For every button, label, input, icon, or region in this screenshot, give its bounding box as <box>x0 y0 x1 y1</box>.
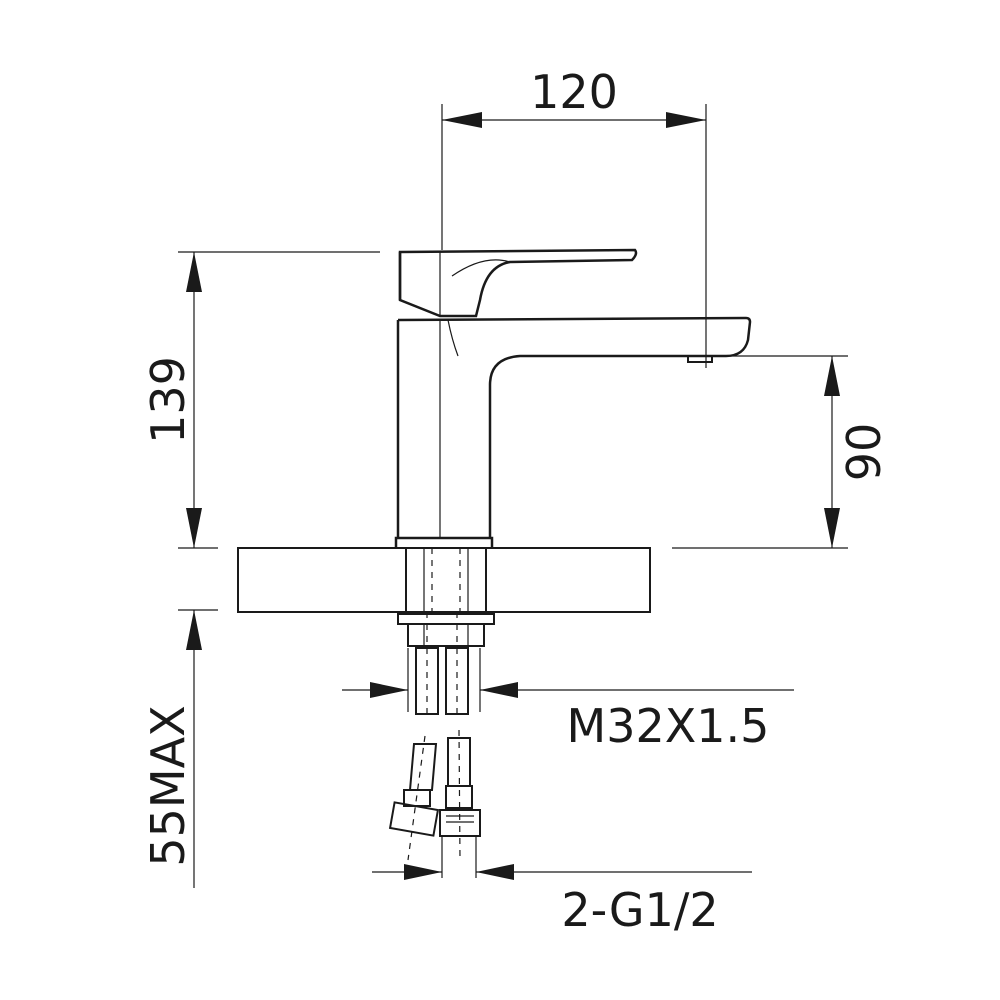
dimension-90-label: 90 <box>837 423 891 482</box>
dimension-120: 120 <box>441 65 707 368</box>
dimension-90: 90 <box>672 355 891 549</box>
faucet-body <box>394 316 752 548</box>
dimension-hose-label: 2-G1/2 <box>561 883 718 937</box>
dimension-55max: 55MAX <box>141 609 218 888</box>
dimension-thread-label: M32X1.5 <box>567 699 770 753</box>
dimension-120-label: 120 <box>530 65 618 119</box>
dimension-55max-label: 55MAX <box>141 705 195 866</box>
dimension-thread: M32X1.5 <box>342 648 794 753</box>
faucet-handle <box>398 248 638 318</box>
mounting-nut-and-hoses <box>388 612 495 861</box>
countertop-section <box>237 547 651 613</box>
dimension-hose: 2-G1/2 <box>372 836 752 937</box>
dimension-139-label: 139 <box>141 356 195 444</box>
dimension-139: 139 <box>141 251 380 549</box>
